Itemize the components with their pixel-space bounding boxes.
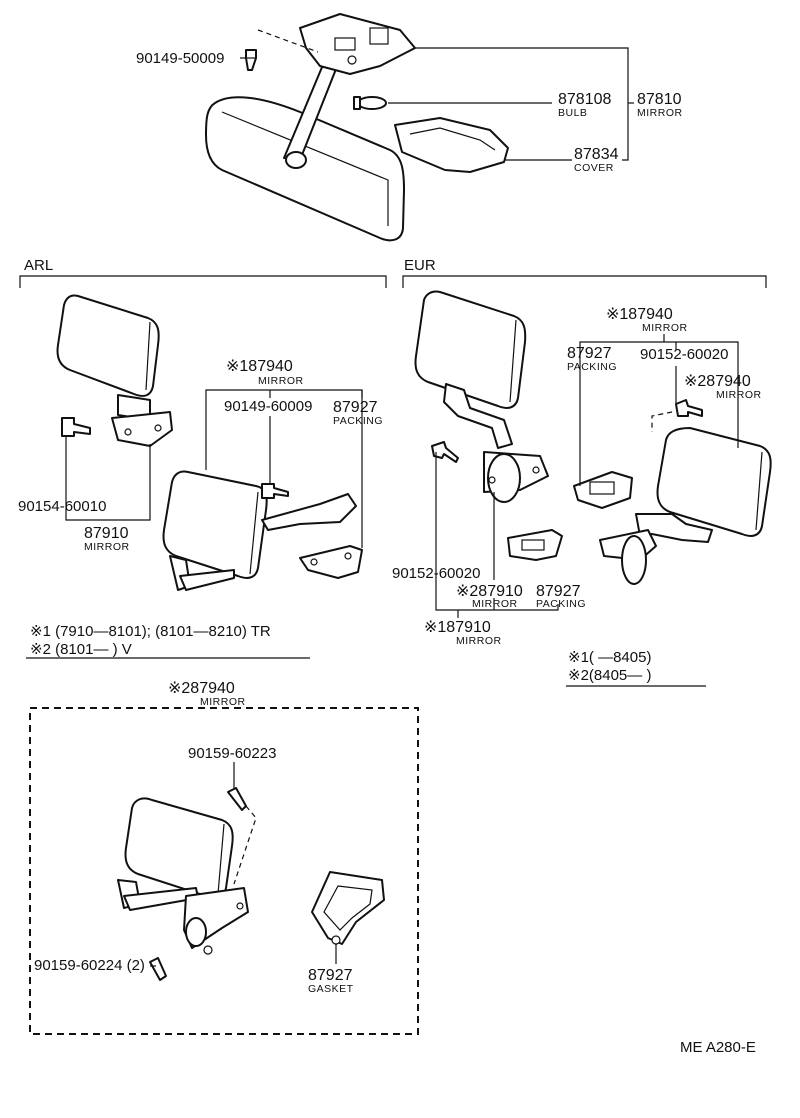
- label-arl-mark1-assy-name: MIRROR: [258, 375, 304, 387]
- label-mirror-87810: 87810: [637, 91, 682, 108]
- arl-small-mirror-drawing: [56, 294, 173, 447]
- lower-box: ※287940 MIRROR 90159-60223 90159-60224 (…: [29, 680, 419, 1035]
- label-eur-packing-bottom-no: 87927: [536, 583, 581, 600]
- section-brackets: ARL EUR: [19, 257, 767, 288]
- label-arl-screw-a: 90149-60009: [224, 398, 312, 415]
- label-lower-assy: ※287940: [168, 680, 235, 697]
- footer-code: ME A280-E: [680, 1039, 756, 1056]
- label-lower-screw-top: 90159-60223: [188, 745, 276, 762]
- label-eur-mark2-assy: ※287940: [684, 373, 751, 390]
- label-eur-mark1-assy-name: MIRROR: [642, 322, 688, 334]
- lower-mirror-drawing: [117, 787, 385, 981]
- label-gasket-no: 87927: [308, 967, 353, 984]
- label-bulb-no: 878108: [558, 91, 611, 108]
- label-lower-assy-name: MIRROR: [200, 696, 246, 708]
- label-eur-note2: ※2(8405— ): [568, 667, 651, 684]
- label-eur-mark1-mirror: ※187910: [424, 619, 491, 636]
- label-eur-mark2-assy-name: MIRROR: [716, 389, 762, 401]
- label-cover-name: COVER: [574, 162, 614, 174]
- top-labels: 90149-50009 878108 BULB 87810 MIRROR 878…: [136, 50, 683, 174]
- arl-labels: ※187940 MIRROR 90149-60009 87927 PACKING…: [18, 358, 383, 659]
- label-screw-90149-50009: 90149-50009: [136, 50, 224, 67]
- eur-right-mirror-drawing: [573, 399, 772, 585]
- label-arl-mark1-assy: ※187940: [226, 358, 293, 375]
- heading-eur: EUR: [404, 257, 436, 274]
- label-arl-note2: ※2 (8101— ) V: [30, 641, 132, 658]
- lower-box-frame: [29, 707, 419, 1035]
- label-bulb-name: BULB: [558, 107, 587, 119]
- heading-arl: ARL: [24, 257, 53, 274]
- label-eur-mark2-mirror: ※287910: [456, 583, 523, 600]
- label-lower-screw-bottom: 90159-60224 (2): [34, 957, 145, 974]
- top-leaders: [240, 47, 634, 161]
- label-eur-mark1-mirror-name: MIRROR: [456, 635, 502, 647]
- inner-mirror-drawing: [205, 13, 509, 242]
- lower-labels: ※287940 MIRROR 90159-60223 90159-60224 (…: [34, 680, 354, 995]
- label-arl-screw-b: 90154-60010: [18, 498, 106, 515]
- label-eur-mark1-assy: ※187940: [606, 306, 673, 323]
- label-gasket-name: GASKET: [308, 983, 354, 995]
- label-arl-packing-no: 87927: [333, 399, 378, 416]
- label-cover-no: 87834: [574, 146, 619, 163]
- arl-large-mirror-drawing: [162, 470, 363, 591]
- label-eur-packing-top-no: 87927: [567, 345, 612, 362]
- label-eur-screw-left: 90152-60020: [392, 565, 480, 582]
- eur-leaders: [435, 334, 739, 618]
- label-arl-packing-name: PACKING: [333, 415, 383, 427]
- eur-left-mirror-drawing: [414, 290, 563, 561]
- label-eur-note1: ※1( —8405): [568, 649, 651, 666]
- label-mirror-87810-name: MIRROR: [637, 107, 683, 119]
- label-arl-mirror-no: 87910: [84, 525, 129, 542]
- label-arl-note1: ※1 (7910—8101); (8101—8210) TR: [30, 623, 271, 640]
- arl-leaders: [65, 389, 363, 548]
- label-eur-screw-top: 90152-60020: [640, 346, 728, 363]
- label-eur-mark2-mirror-name: MIRROR: [472, 598, 518, 610]
- label-arl-mirror-name: MIRROR: [84, 541, 130, 553]
- label-eur-packing-bottom-name: PACKING: [536, 598, 586, 610]
- eur-labels: ※187940 MIRROR 87927 PACKING 90152-60020…: [392, 306, 762, 687]
- label-eur-packing-top-name: PACKING: [567, 361, 617, 373]
